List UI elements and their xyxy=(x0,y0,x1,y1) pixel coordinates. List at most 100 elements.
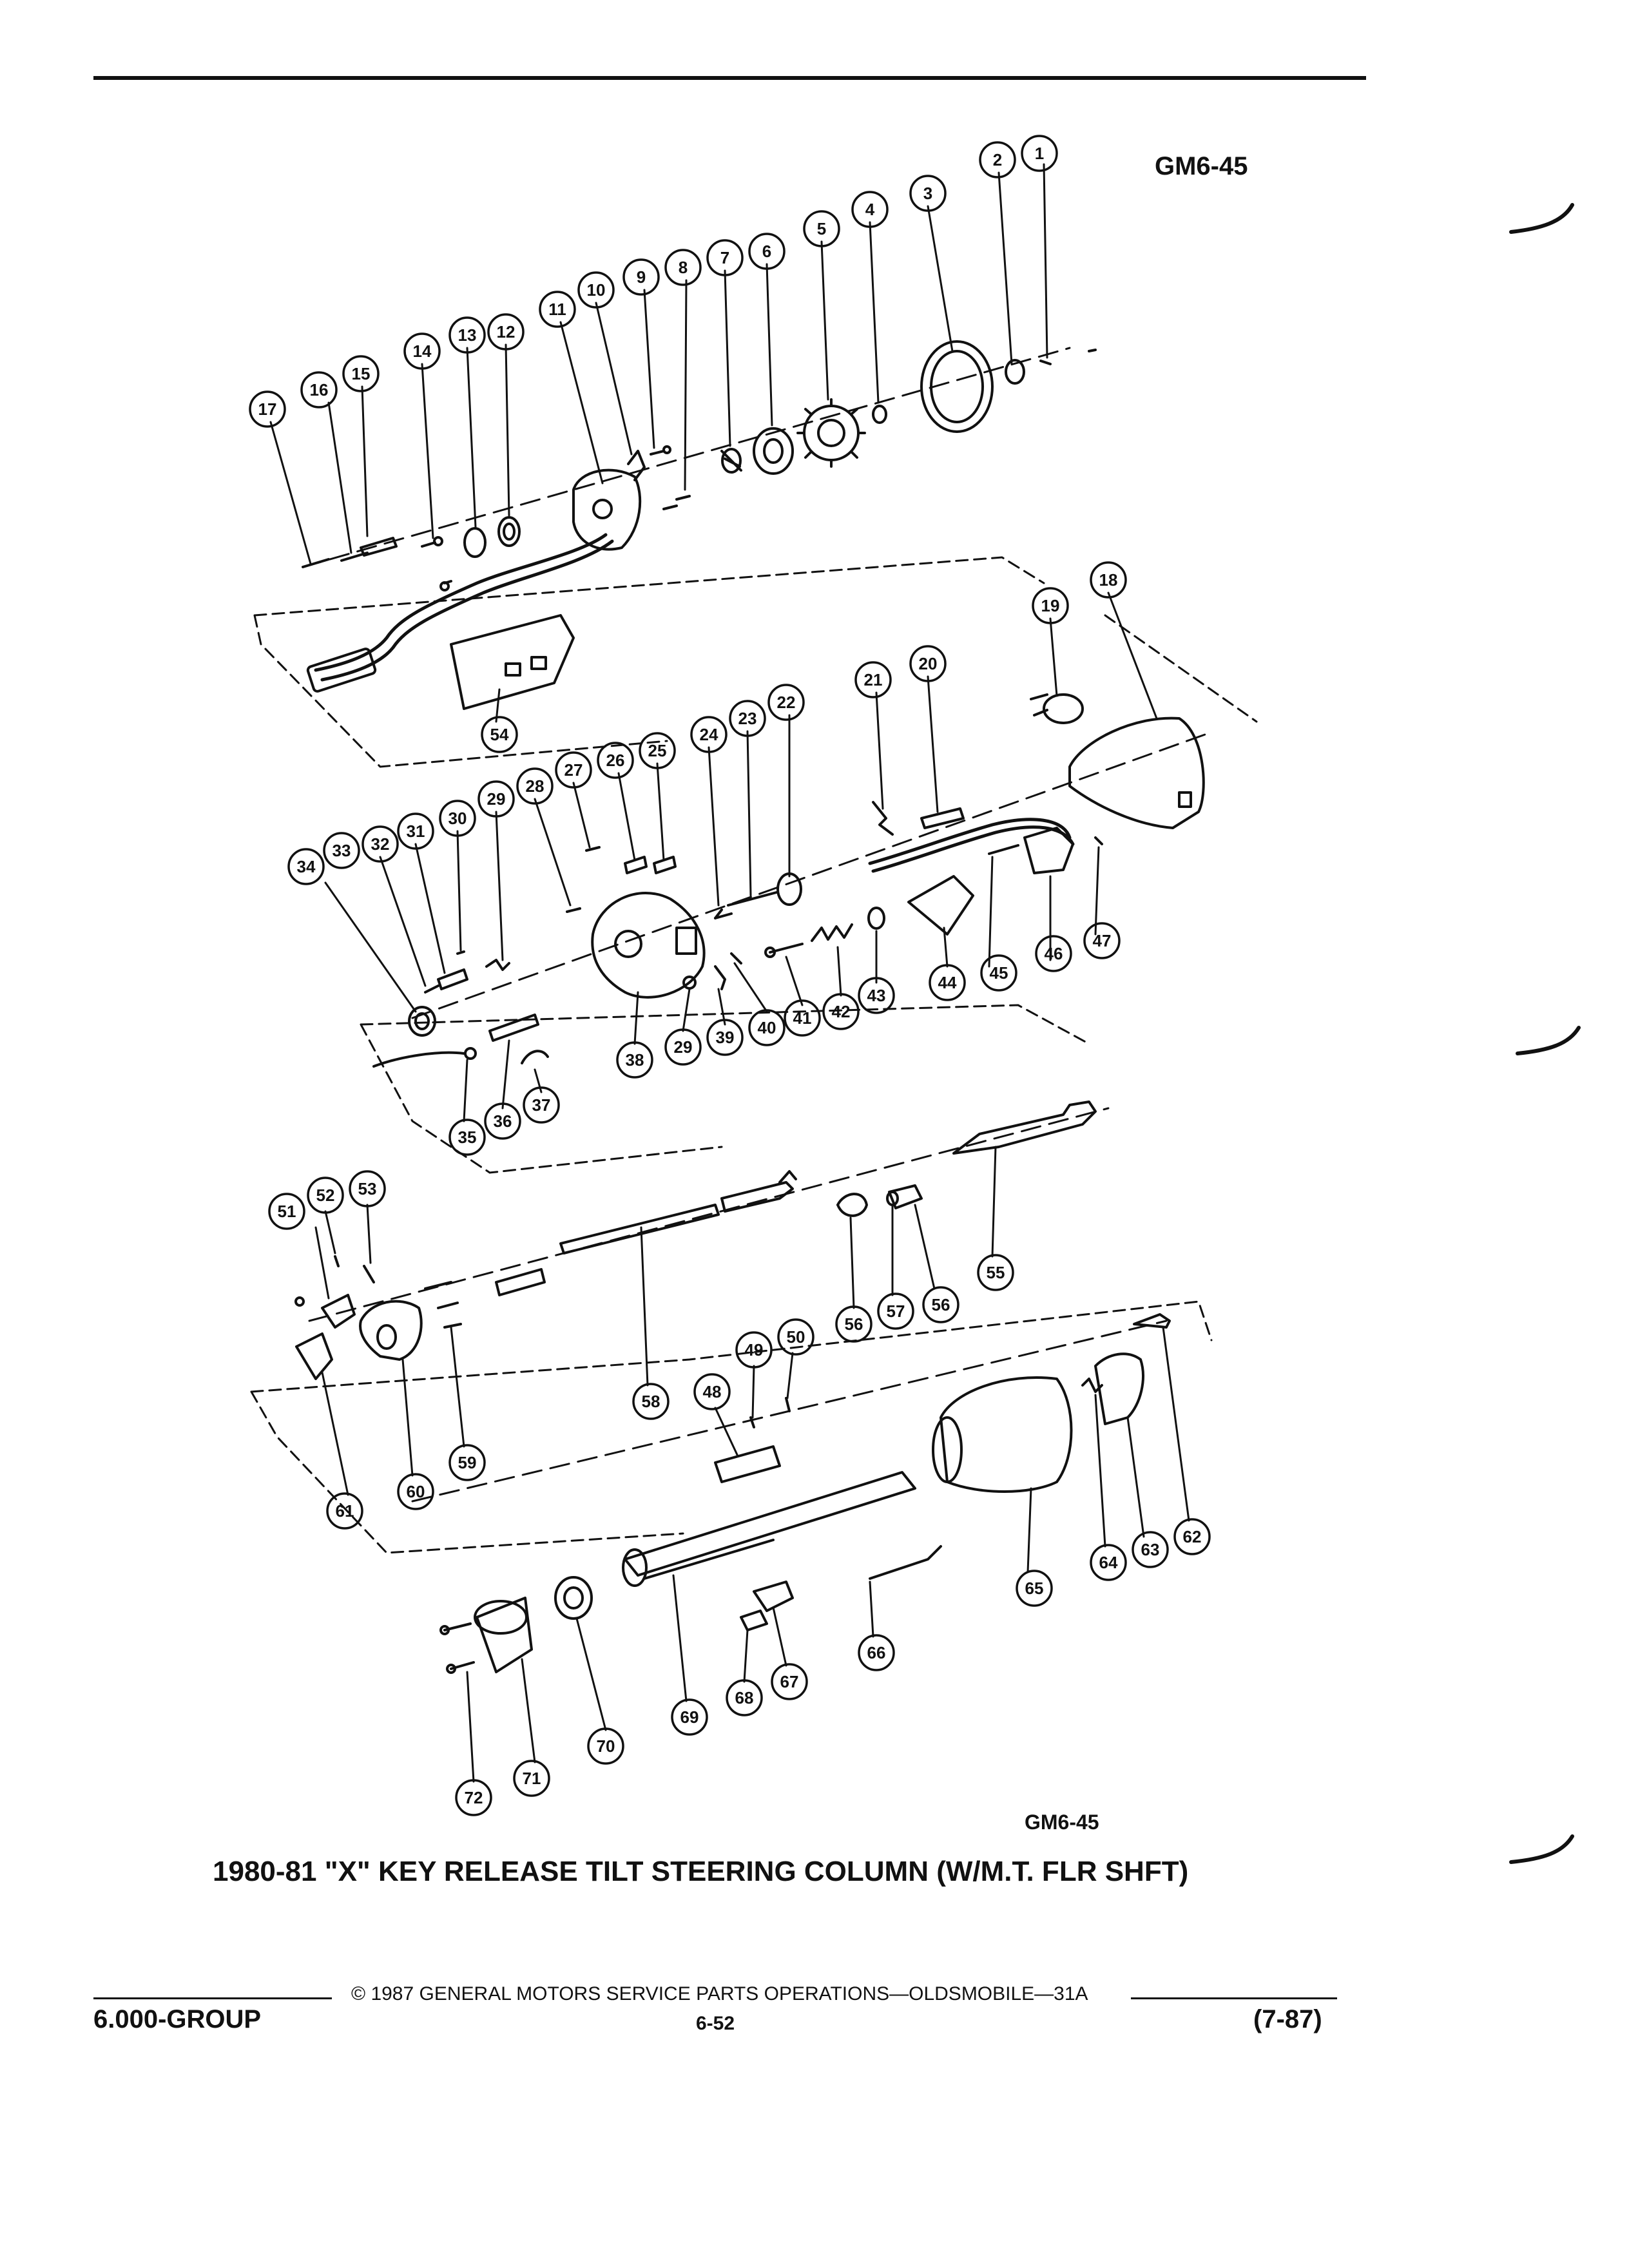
callout-72-label: 72 xyxy=(465,1788,483,1807)
callout-44 xyxy=(929,964,966,1001)
callout-28 xyxy=(516,767,554,805)
race-12 xyxy=(497,516,521,547)
callout-29-lower-label: 29 xyxy=(674,1037,693,1057)
callout-38-label: 38 xyxy=(626,1050,644,1070)
callout-53-label: 53 xyxy=(358,1179,377,1198)
shoe-36 xyxy=(488,1014,539,1042)
rod-23 xyxy=(727,891,778,907)
callout-33-label: 33 xyxy=(333,841,351,860)
support-60 xyxy=(359,1300,423,1361)
pin-39 xyxy=(714,965,726,990)
callout-33 xyxy=(323,832,360,869)
screw-8 xyxy=(675,495,691,501)
callout-9-label: 9 xyxy=(637,267,646,287)
wiring-harness-upper xyxy=(314,533,608,672)
callout-16 xyxy=(300,371,338,408)
callout-29-upper-label: 29 xyxy=(487,789,506,809)
spring-33 xyxy=(424,985,439,994)
bearing-34 xyxy=(408,1006,436,1037)
callout-11-label: 11 xyxy=(548,300,566,319)
callout-42 xyxy=(822,993,860,1030)
callout-55 xyxy=(977,1254,1014,1291)
callout-66-label: 66 xyxy=(867,1643,886,1662)
clip-47 xyxy=(1094,836,1103,845)
callout-31 xyxy=(397,812,434,850)
callout-36-label: 36 xyxy=(494,1111,512,1131)
callout-labels: 1234567891011121314151617181920212223242… xyxy=(258,144,1202,1807)
callout-14 xyxy=(403,332,441,370)
callout-59-label: 59 xyxy=(458,1453,477,1472)
callout-23 xyxy=(729,700,766,737)
axis-line-upper xyxy=(302,347,1071,568)
screw-50 xyxy=(785,1397,791,1412)
callout-27-label: 27 xyxy=(564,760,583,780)
figure-title: 1980-81 "X" KEY RELEASE TILT STEERING CO… xyxy=(213,1856,1189,1887)
rod-66 xyxy=(869,1545,942,1580)
callout-70-label: 70 xyxy=(597,1736,615,1756)
callout-44-label: 44 xyxy=(938,973,957,992)
footer-rule-right xyxy=(1131,1997,1337,1999)
lever-26 xyxy=(624,856,648,874)
callout-69-label: 69 xyxy=(680,1707,699,1727)
callout-67 xyxy=(771,1663,808,1700)
bolt-59 xyxy=(424,1281,462,1329)
callout-10-label: 10 xyxy=(587,280,606,300)
cover-71 xyxy=(476,1597,533,1673)
callout-2-label: 2 xyxy=(993,150,1002,169)
callout-2 xyxy=(979,141,1016,178)
figure-id-top: GM6-45 xyxy=(1155,152,1248,180)
callout-54 xyxy=(481,716,518,753)
callout-45 xyxy=(980,954,1017,992)
callout-57 xyxy=(877,1293,914,1330)
page-number: 6-52 xyxy=(696,2013,735,2034)
screw-14 xyxy=(421,541,436,548)
clip-1 xyxy=(1039,360,1052,365)
housing-38 xyxy=(591,892,706,999)
callout-71-label: 71 xyxy=(523,1769,541,1788)
callout-63-label: 63 xyxy=(1141,1540,1160,1559)
callout-22 xyxy=(767,684,805,721)
callout-18-label: 18 xyxy=(1099,570,1118,590)
callout-50-label: 50 xyxy=(787,1327,805,1347)
plate-61 xyxy=(295,1332,333,1380)
copyright-line: © 1987 GENERAL MOTORS SERVICE PARTS OPER… xyxy=(351,1983,1088,2004)
release-lever-35 xyxy=(372,1051,465,1068)
axis-line-shaft xyxy=(308,1107,1110,1322)
spring-10 xyxy=(627,450,646,481)
callout-11 xyxy=(539,291,576,328)
spring-7 xyxy=(721,448,742,474)
callout-12-label: 12 xyxy=(497,322,516,341)
callout-28-label: 28 xyxy=(526,776,545,796)
figure-id-bottom: GM6-45 xyxy=(1025,1811,1099,1834)
callout-65 xyxy=(1016,1570,1053,1607)
lever-25 xyxy=(653,856,677,874)
callout-68 xyxy=(726,1679,763,1716)
callout-60 xyxy=(397,1473,434,1510)
bowl-65 xyxy=(940,1376,1073,1493)
switch-67 xyxy=(753,1581,794,1612)
sphere-56a xyxy=(836,1193,868,1217)
callout-55-label: 55 xyxy=(987,1263,1005,1282)
callout-64 xyxy=(1090,1544,1127,1581)
callout-3 xyxy=(909,175,947,212)
callout-22-label: 22 xyxy=(777,693,796,712)
callout-45-label: 45 xyxy=(990,963,1008,983)
top-rule xyxy=(93,76,1366,80)
callout-8 xyxy=(664,249,702,286)
pin-17 xyxy=(302,558,330,568)
callout-24 xyxy=(690,716,728,753)
callout-42-label: 42 xyxy=(832,1002,851,1021)
callout-56-right-label: 56 xyxy=(932,1295,950,1314)
lever-62 xyxy=(1133,1313,1171,1329)
callout-4 xyxy=(851,191,889,228)
group-boundary-lower xyxy=(250,1300,1213,1554)
callout-39-label: 39 xyxy=(716,1028,735,1047)
callout-32-label: 32 xyxy=(371,834,390,854)
callout-34-label: 34 xyxy=(297,857,316,876)
bearing-13 xyxy=(463,527,487,558)
callout-16-label: 16 xyxy=(310,380,329,399)
callout-25-label: 25 xyxy=(648,741,667,760)
callout-71 xyxy=(513,1760,550,1797)
sleeve-58b xyxy=(495,1268,546,1296)
callout-40-label: 40 xyxy=(758,1018,776,1037)
